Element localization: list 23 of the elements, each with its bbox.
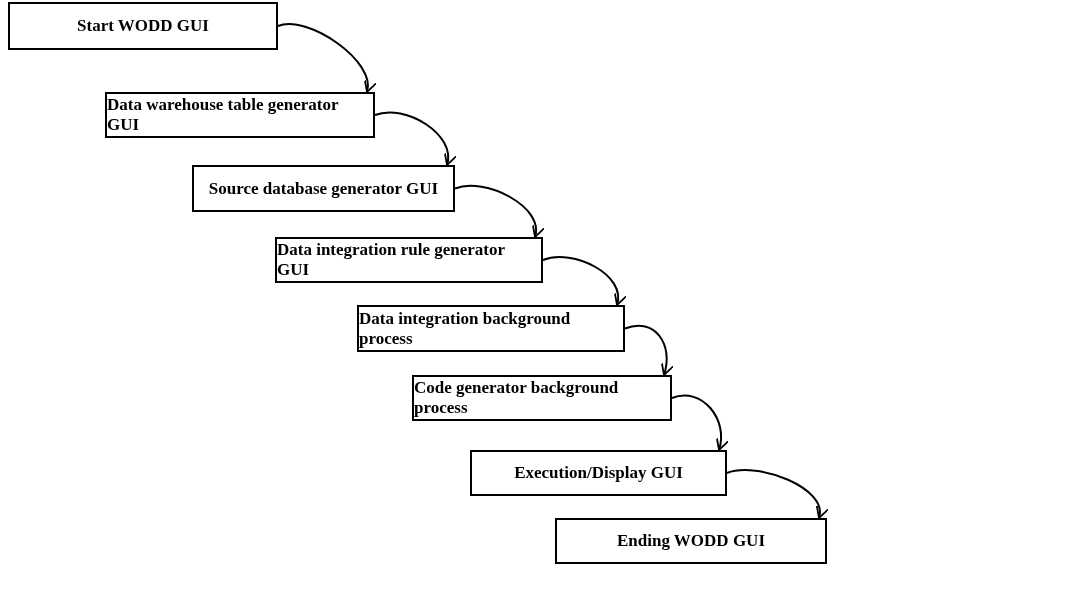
curved-arrow (374, 111, 456, 166)
process-box (192, 165, 455, 212)
curved-arrow (624, 324, 674, 376)
curved-arrow (671, 394, 729, 451)
curved-arrow (454, 184, 544, 238)
step-label: Code generator background process (414, 378, 620, 418)
process-box (470, 450, 727, 496)
step-label: Source database generator GUI (208, 178, 439, 199)
process-box (357, 305, 625, 352)
curved-arrow (542, 256, 626, 306)
curved-arrow (277, 23, 376, 93)
process-box (105, 92, 375, 138)
step-label: Ending WODD GUI (617, 531, 765, 551)
step-label: Data integration rule generator GUI (277, 240, 506, 280)
curved-arrow (726, 469, 828, 519)
process-box (8, 2, 278, 50)
step-label: Execution/Display GUI (514, 463, 683, 483)
step-label: Data warehouse table generator GUI (107, 95, 340, 135)
process-box (555, 518, 827, 564)
step-label: Data integration background process (359, 308, 572, 349)
process-box (275, 237, 543, 283)
process-box (412, 375, 672, 421)
step-label: Start WODD GUI (77, 16, 209, 36)
